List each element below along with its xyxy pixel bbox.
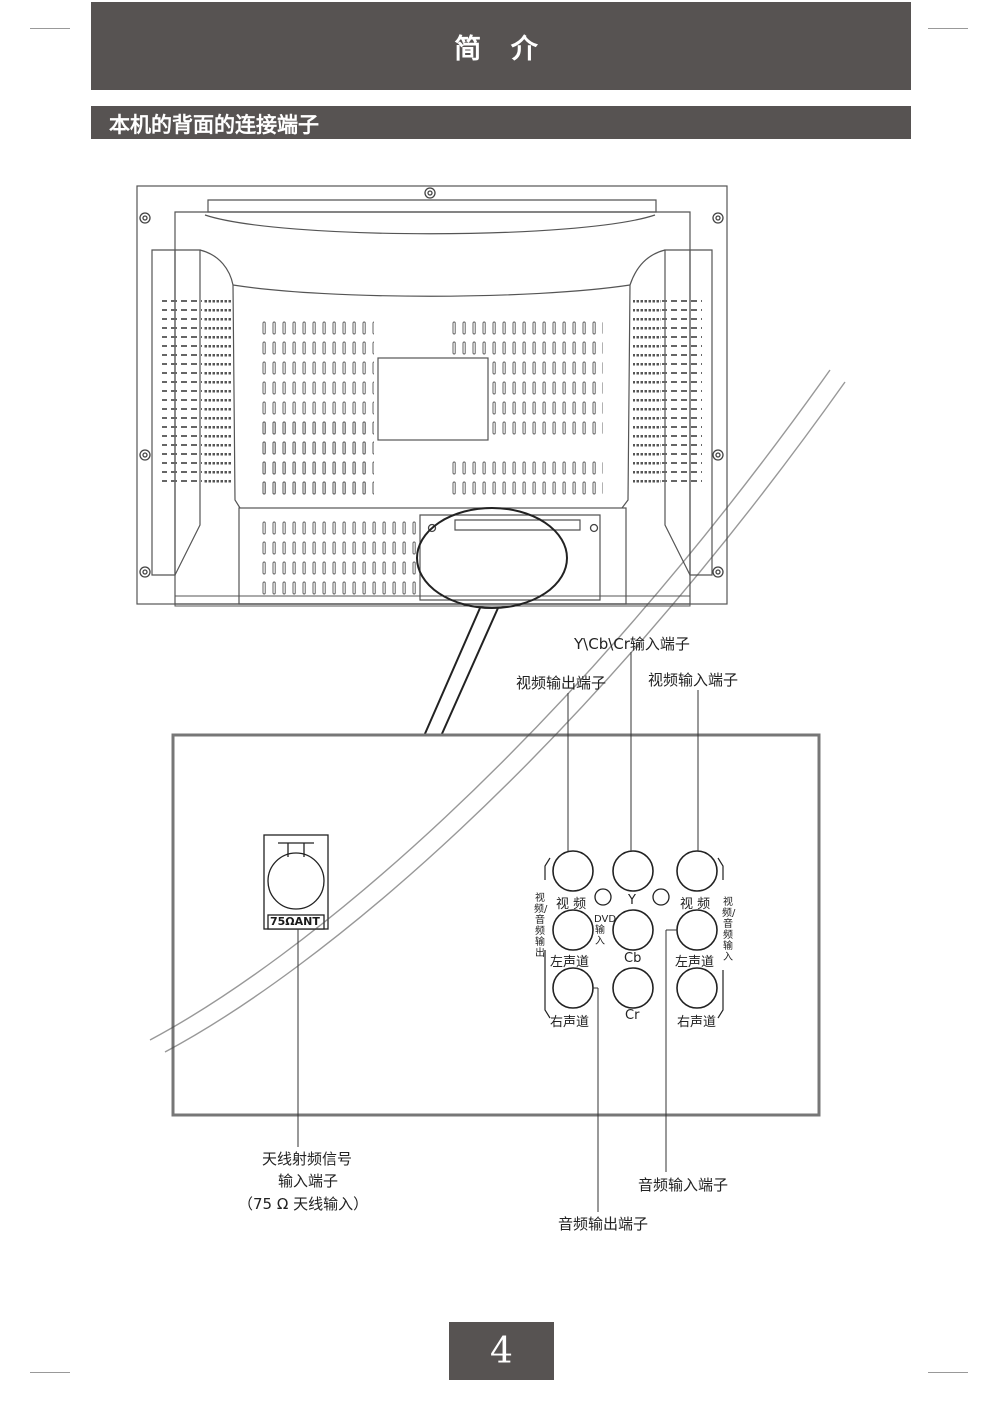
cb-jack-label: Cb — [624, 951, 642, 966]
crop-mark — [928, 1372, 968, 1373]
ycbcr-input-label: Y\Cb\Cr输入端子 — [574, 635, 690, 653]
audio-output-label: 音频输出端子 — [558, 1215, 649, 1233]
video-input-label: 视频输入端子 — [648, 671, 739, 689]
antenna-label-line1: 天线射频信号 — [262, 1150, 353, 1168]
screw-icons — [139, 187, 724, 578]
page-number: 4 — [490, 1330, 513, 1372]
dvd-input-label: DVD输入 — [594, 914, 617, 947]
section-bar: 本机的背面的连接端子 — [91, 106, 911, 139]
video-output-label: 视频输出端子 — [516, 674, 607, 692]
crop-mark — [928, 28, 968, 29]
section-title: 本机的背面的连接端子 — [109, 113, 319, 137]
y-jack-label: Y — [628, 893, 636, 908]
video-right-jack-label: 视 频 — [680, 897, 711, 912]
highlight-ellipse — [416, 507, 568, 609]
audio-input-label: 音频输入端子 — [638, 1176, 729, 1194]
page-title: 简 介 — [454, 33, 548, 65]
right-channel-left-label: 右声道 — [550, 1015, 590, 1030]
cr-jack-label: Cr — [625, 1008, 640, 1023]
side-output-label: 视频/音频输出 — [534, 893, 548, 959]
ant-label: 75ΩANT — [270, 915, 320, 928]
left-channel-right-label: 左声道 — [675, 955, 715, 970]
antenna-jack — [263, 834, 329, 930]
side-input-label: 视频/音频输入 — [722, 897, 736, 963]
antenna-label-line2: 输入端子 — [278, 1172, 339, 1190]
video-left-jack-label: 视 频 — [556, 897, 587, 912]
header-bar: 简 介 — [91, 2, 911, 90]
crop-mark — [30, 28, 70, 29]
crop-mark — [30, 1372, 70, 1373]
left-channel-left-label: 左声道 — [550, 955, 590, 970]
right-channel-right-label: 右声道 — [677, 1015, 717, 1030]
rca-jacks — [552, 850, 718, 1009]
antenna-label-line3: （75 Ω 天线输入） — [238, 1195, 369, 1213]
page-number-box: 4 — [449, 1322, 554, 1380]
watermark — [149, 369, 846, 1053]
